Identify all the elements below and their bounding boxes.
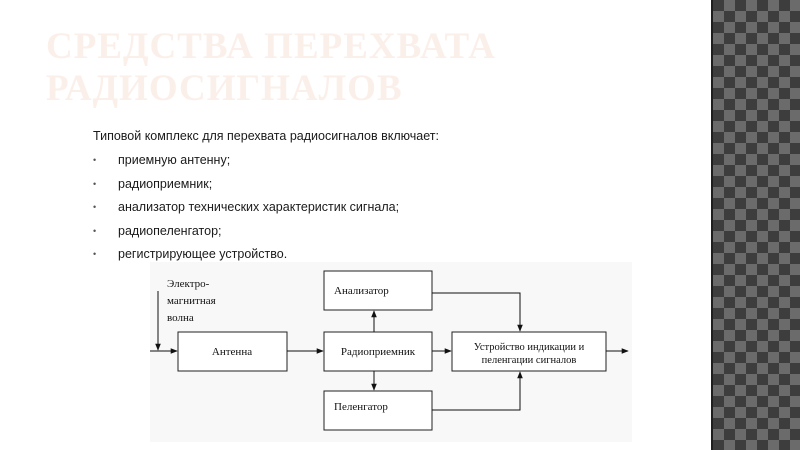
list-item: • радиоприемник;: [93, 176, 399, 200]
bullet-icon: •: [93, 225, 97, 236]
list-item-text: приемную антенну;: [118, 153, 231, 167]
list-item-text: радиоприемник;: [118, 176, 213, 191]
wave-label-line-2: магнитная: [167, 295, 216, 307]
receiver-label: Радиоприемник: [341, 346, 416, 358]
block-diagram: Электро- магнитная волна Антенна Радиопр…: [150, 262, 632, 442]
direction-finder-to-indicator-arrow: [432, 371, 523, 411]
list-item: • регистрирующее устройство.: [93, 246, 399, 270]
list-item: • радиопеленгатор;: [93, 223, 399, 247]
bullet-icon: •: [93, 155, 97, 165]
analyzer-to-indicator-arrow: [432, 292, 523, 332]
analyzer-box: [323, 270, 433, 311]
bullet-icon: •: [93, 178, 97, 189]
bullet-icon: •: [93, 202, 97, 212]
wave-label-line-1: Электро-: [167, 278, 210, 290]
block-diagram-svg: Электро- магнитная волна Антенна Радиопр…: [150, 270, 629, 431]
bullet-icon: •: [93, 249, 97, 259]
intro-text: Типовой комплекс для перехвата радиосигн…: [93, 129, 439, 143]
wave-label-line-3: волна: [167, 312, 194, 324]
analyzer-label: Анализатор: [334, 285, 389, 297]
antenna-label: Антенна: [212, 346, 252, 358]
list-item-text: регистрирующее устройство.: [118, 247, 288, 261]
direction-finder-box: [323, 390, 433, 431]
list-item: • приемную антенну;: [93, 152, 399, 176]
bullet-list: • приемную антенну; • радиоприемник; • анал…: [93, 152, 399, 270]
list-item-text: радиопеленгатор;: [118, 223, 222, 238]
title-line-1: СРЕДСТВА ПЕРЕХВАТА: [46, 26, 497, 67]
direction-finder-label: Пеленгатор: [334, 401, 388, 413]
side-divider: [711, 0, 713, 450]
slide-title: СРЕДСТВА ПЕРЕХВАТА РАДИОСИГНАЛОВ: [46, 26, 666, 110]
title-line-2: РАДИОСИГНАЛОВ: [46, 68, 403, 109]
indicator-label-line-1: Устройство индикации и: [474, 342, 585, 353]
list-item-text: анализатор технических характеристик сиг…: [118, 200, 400, 214]
antenna-box: [177, 331, 288, 372]
receiver-box: [323, 331, 433, 372]
decorative-side-pattern: [713, 0, 800, 450]
indicator-label-line-2: пеленгации сигналов: [482, 355, 577, 366]
list-item: • анализатор технических характеристик си…: [93, 199, 399, 223]
